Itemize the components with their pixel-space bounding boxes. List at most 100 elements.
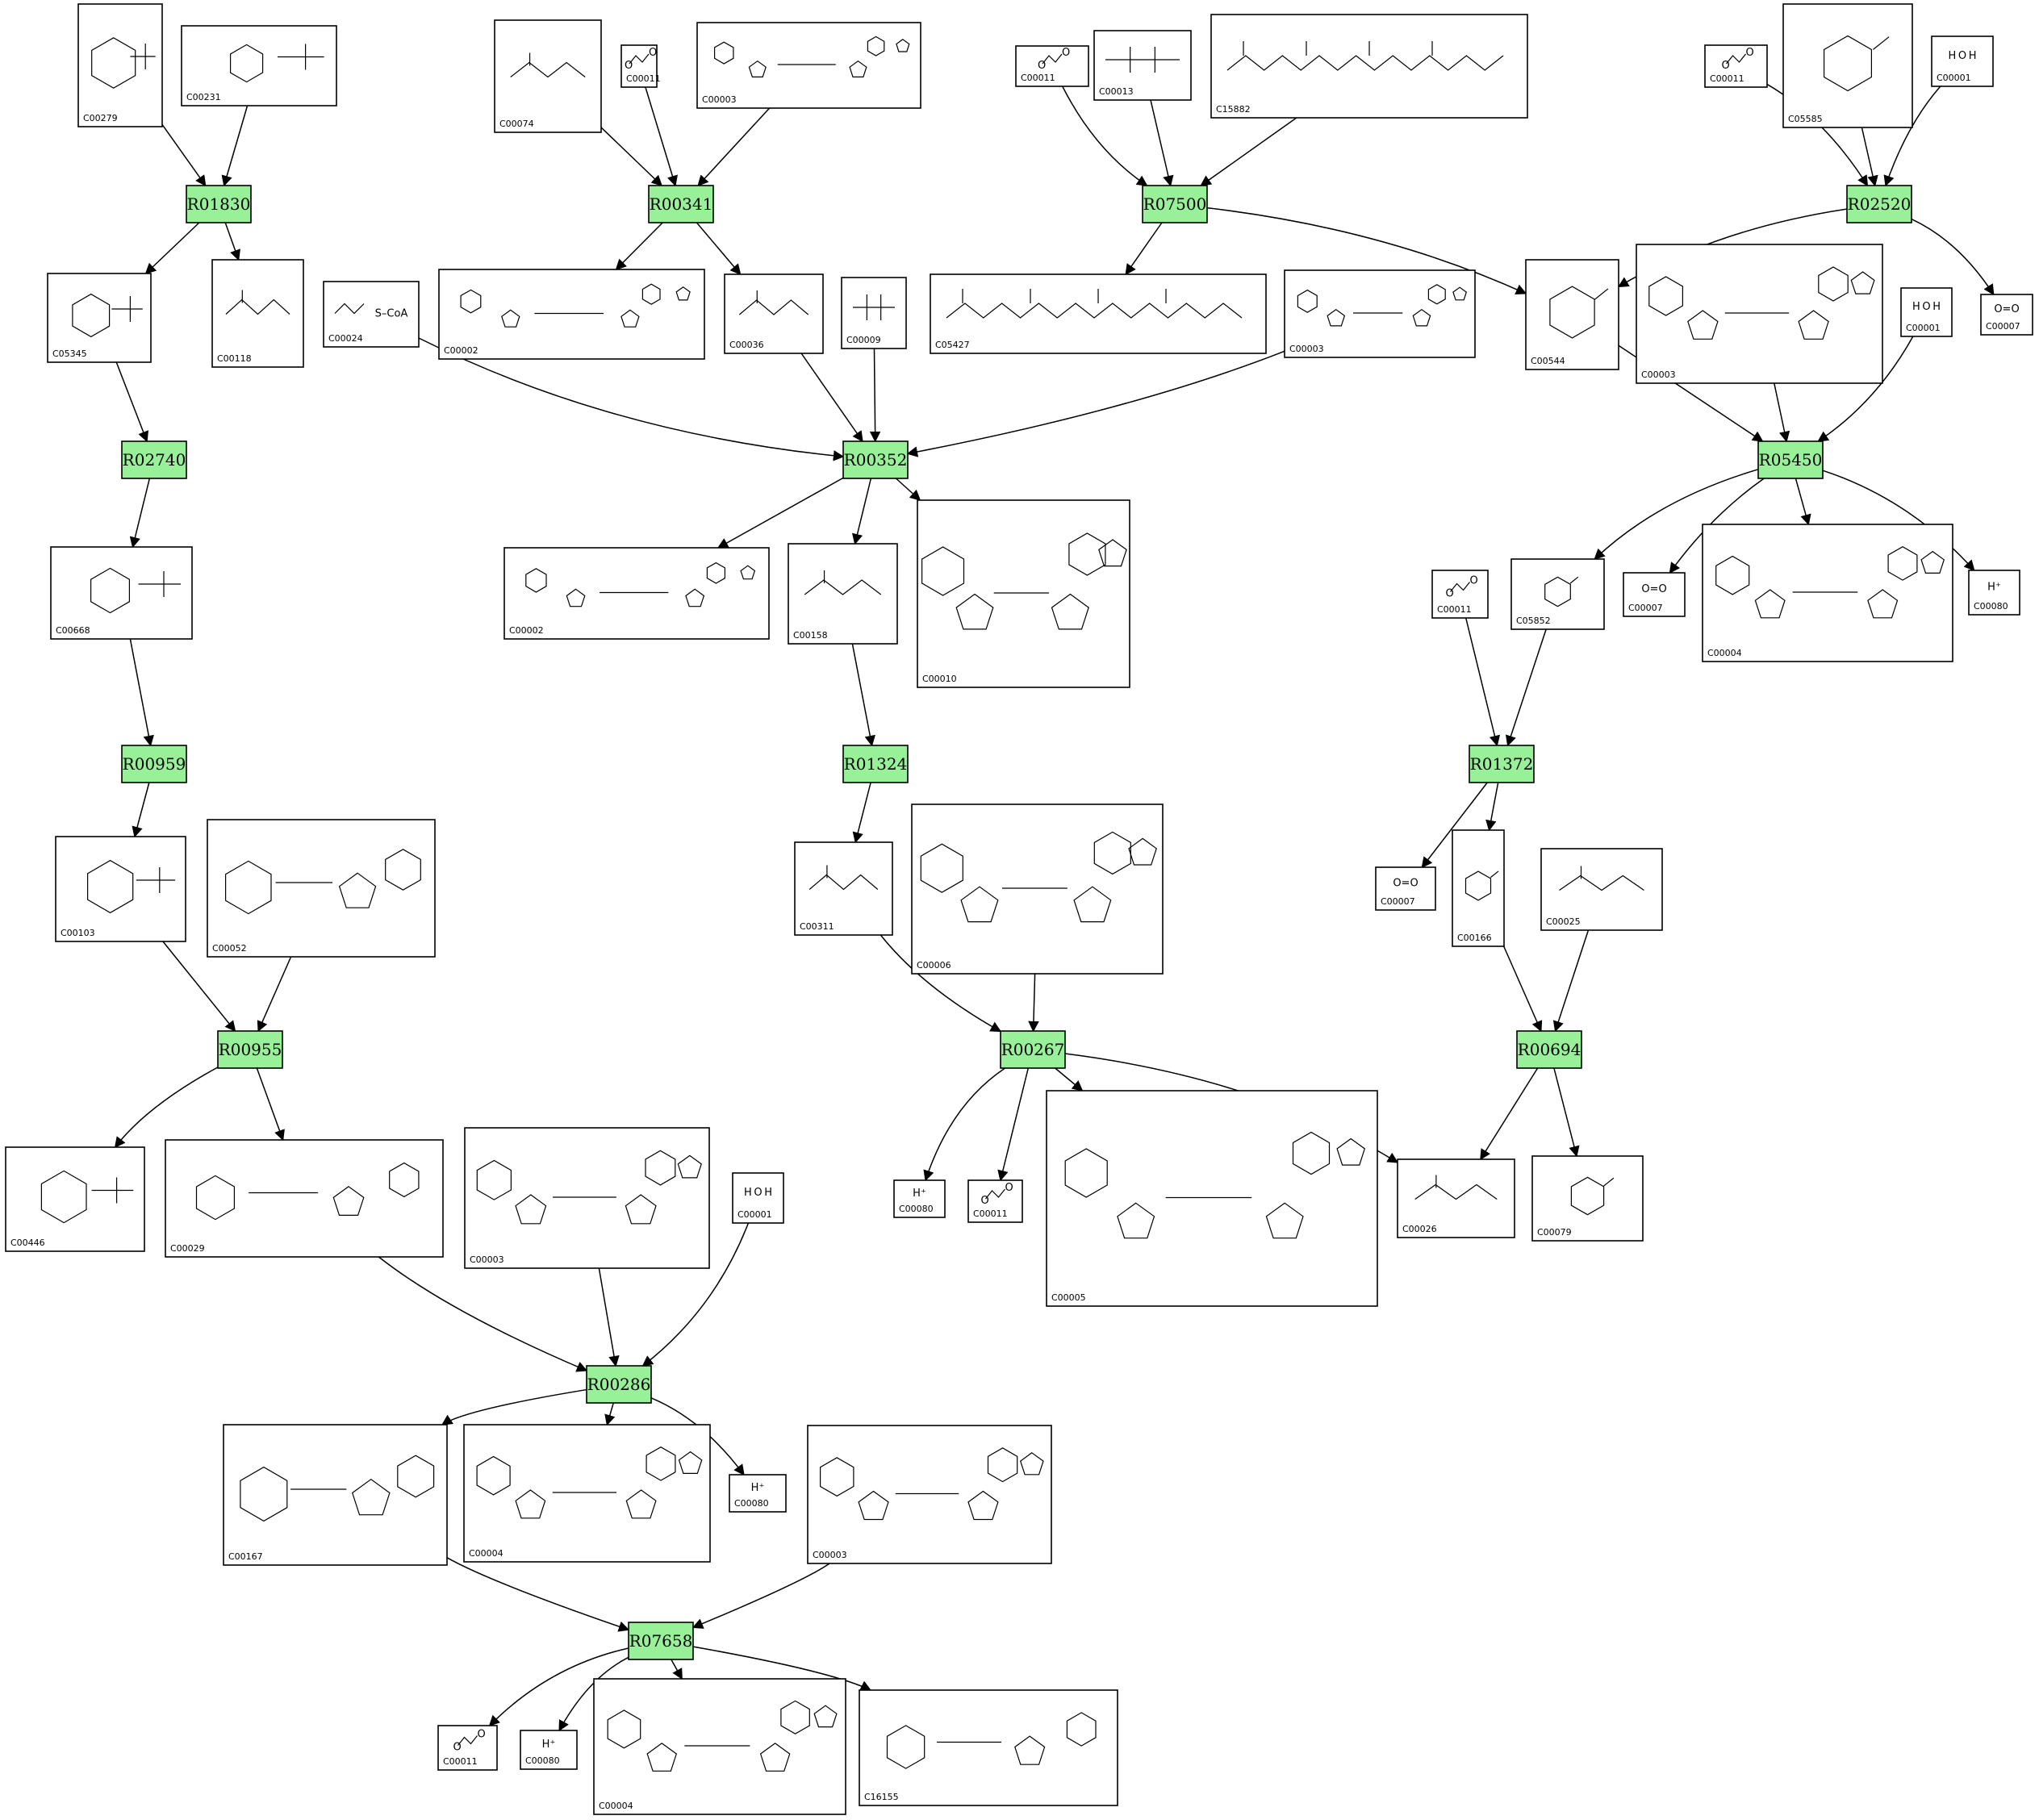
compound-box[interactable] bbox=[1015, 45, 1089, 87]
compound-node[interactable]: C00003 bbox=[696, 22, 921, 109]
reaction-box[interactable] bbox=[1846, 185, 1912, 223]
compound-box[interactable] bbox=[165, 1139, 444, 1258]
reaction-node[interactable]: R00694 bbox=[1516, 1030, 1582, 1069]
reaction-node[interactable]: R05450 bbox=[1757, 440, 1824, 479]
reaction-box[interactable] bbox=[1757, 440, 1824, 479]
reaction-box[interactable] bbox=[217, 1030, 283, 1069]
compound-node[interactable]: C05427 bbox=[930, 273, 1267, 354]
compound-node[interactable]: C00005 bbox=[1046, 1090, 1378, 1307]
reaction-node[interactable]: R01324 bbox=[842, 745, 909, 783]
compound-node[interactable]: H⁺C00080 bbox=[520, 1730, 578, 1770]
reaction-box[interactable] bbox=[1469, 745, 1535, 783]
compound-box[interactable] bbox=[1900, 287, 1953, 337]
compound-box[interactable] bbox=[503, 547, 770, 640]
compound-node[interactable]: C00231 bbox=[181, 25, 337, 106]
reaction-box[interactable] bbox=[1000, 1030, 1066, 1069]
compound-node[interactable]: C00446 bbox=[5, 1146, 145, 1252]
reaction-node[interactable]: R00267 bbox=[1000, 1030, 1066, 1069]
compound-node[interactable]: C00668 bbox=[50, 546, 193, 640]
compound-box[interactable] bbox=[807, 1425, 1052, 1564]
compound-box[interactable] bbox=[55, 836, 186, 942]
compound-node[interactable]: C00004 bbox=[593, 1678, 846, 1815]
compound-node[interactable]: C00004 bbox=[463, 1424, 711, 1563]
compound-box[interactable] bbox=[1525, 259, 1619, 370]
compound-node[interactable]: C00009 bbox=[841, 277, 907, 349]
compound-node[interactable]: C00166 bbox=[1452, 829, 1505, 947]
compound-node[interactable]: C00029 bbox=[165, 1139, 444, 1258]
compound-node[interactable]: C00118 bbox=[211, 259, 304, 368]
reaction-box[interactable] bbox=[586, 1365, 652, 1404]
reaction-node[interactable]: R00352 bbox=[842, 440, 909, 479]
reaction-box[interactable] bbox=[628, 1622, 694, 1660]
reaction-node[interactable]: R01830 bbox=[186, 185, 252, 223]
compound-box[interactable] bbox=[223, 1424, 448, 1566]
compound-box[interactable] bbox=[1431, 570, 1489, 619]
compound-box[interactable] bbox=[841, 277, 907, 349]
compound-box[interactable] bbox=[1931, 35, 1994, 87]
compound-box[interactable] bbox=[967, 1179, 1023, 1223]
compound-box[interactable] bbox=[1093, 30, 1192, 101]
compound-box[interactable] bbox=[696, 22, 921, 109]
compound-box[interactable] bbox=[463, 1424, 711, 1563]
compound-box[interactable] bbox=[494, 19, 602, 133]
compound-node[interactable]: C00025 bbox=[1540, 848, 1663, 931]
compound-box[interactable] bbox=[1980, 294, 2033, 336]
reaction-box[interactable] bbox=[842, 745, 909, 783]
compound-node[interactable]: C00013 bbox=[1093, 30, 1192, 101]
compound-box[interactable] bbox=[917, 499, 1130, 688]
compound-box[interactable] bbox=[464, 1127, 710, 1269]
compound-node[interactable]: C05345 bbox=[47, 273, 152, 363]
compound-box[interactable] bbox=[859, 1689, 1118, 1806]
compound-box[interactable] bbox=[323, 281, 420, 348]
compound-box[interactable] bbox=[438, 269, 705, 360]
compound-box[interactable] bbox=[788, 543, 898, 645]
compound-box[interactable] bbox=[1636, 244, 1883, 384]
compound-box[interactable] bbox=[732, 1172, 784, 1224]
compound-node[interactable]: C00004 bbox=[1702, 524, 1953, 662]
compound-box[interactable] bbox=[5, 1146, 145, 1252]
compound-box[interactable] bbox=[911, 804, 1164, 975]
reaction-node[interactable]: R00955 bbox=[217, 1030, 283, 1069]
compound-box[interactable] bbox=[893, 1179, 946, 1218]
reaction-node[interactable]: R00286 bbox=[586, 1365, 652, 1404]
compound-box[interactable] bbox=[1046, 1090, 1378, 1307]
compound-box[interactable] bbox=[1704, 44, 1768, 88]
compound-box[interactable] bbox=[211, 259, 304, 368]
reaction-box[interactable] bbox=[186, 185, 252, 223]
reaction-box[interactable] bbox=[1516, 1030, 1582, 1069]
compound-box[interactable] bbox=[77, 3, 163, 127]
compound-node[interactable]: C05852 bbox=[1510, 558, 1605, 630]
compound-node[interactable]: C00279 bbox=[77, 3, 163, 127]
compound-node[interactable]: C15882 bbox=[1210, 14, 1528, 119]
compound-box[interactable] bbox=[1510, 558, 1605, 630]
compound-box[interactable] bbox=[520, 1730, 578, 1770]
compound-box[interactable] bbox=[1452, 829, 1505, 947]
compound-node[interactable]: C00002 bbox=[503, 547, 770, 640]
reaction-node[interactable]: R00959 bbox=[121, 745, 187, 783]
compound-node[interactable]: C00010 bbox=[917, 499, 1130, 688]
compound-box[interactable] bbox=[620, 44, 658, 88]
reaction-node[interactable]: R02740 bbox=[121, 440, 187, 479]
compound-box[interactable] bbox=[207, 819, 436, 958]
compound-node[interactable]: H⁺C00080 bbox=[893, 1179, 946, 1218]
compound-node[interactable]: C00036 bbox=[724, 273, 824, 354]
reaction-node[interactable]: R07658 bbox=[628, 1622, 694, 1660]
compound-box[interactable] bbox=[50, 546, 193, 640]
compound-node[interactable]: C00003 bbox=[1284, 269, 1476, 358]
compound-box[interactable] bbox=[1531, 1155, 1644, 1242]
compound-node[interactable]: C00006 bbox=[911, 804, 1164, 975]
compound-box[interactable] bbox=[1623, 572, 1686, 617]
compound-box[interactable] bbox=[930, 273, 1267, 354]
compound-node[interactable]: C00158 bbox=[788, 543, 898, 645]
compound-node[interactable]: H⁺C00080 bbox=[729, 1474, 787, 1513]
